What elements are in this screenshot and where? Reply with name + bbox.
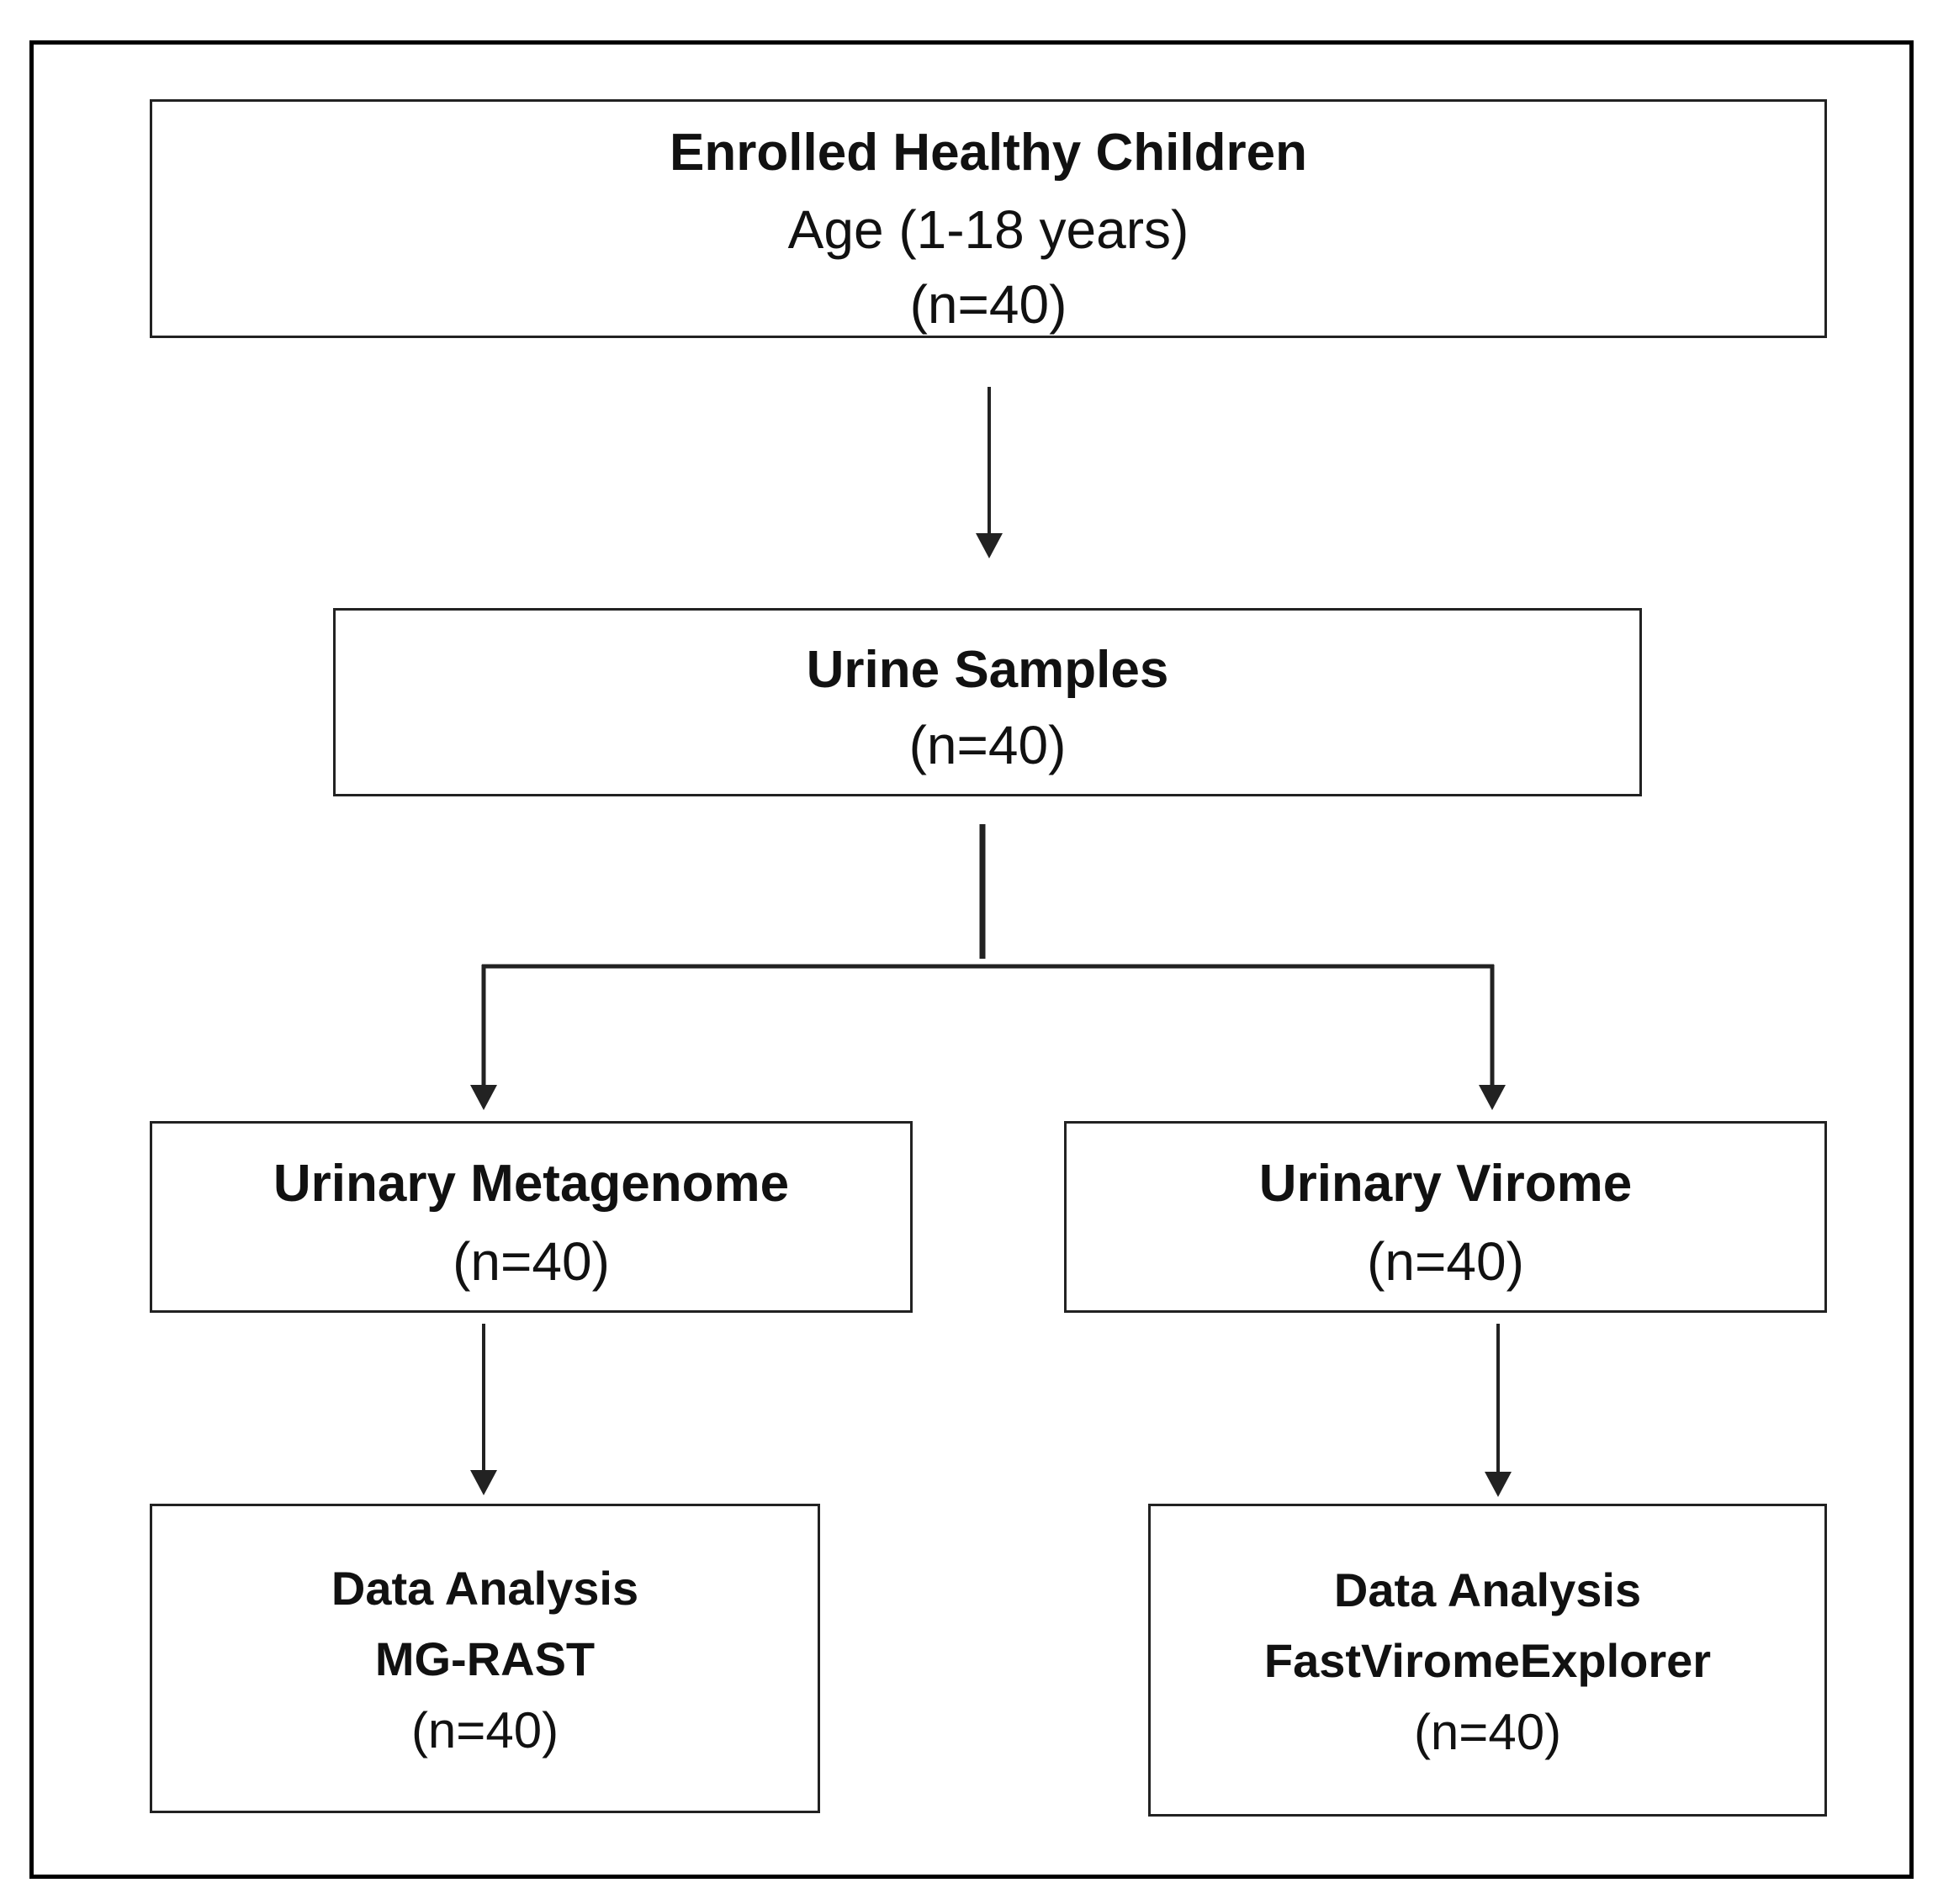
mg-rast-tool-label: MG-RAST xyxy=(374,1632,596,1685)
arrow-to-metagenome xyxy=(470,965,497,1110)
arrow-metagenome-to-analysis xyxy=(470,1324,497,1495)
figure-frame xyxy=(29,40,1914,1879)
urine-samples-box: Urine Samples (n=40) xyxy=(333,608,1642,796)
virome-analysis-title: Data Analysis xyxy=(1333,1563,1642,1616)
fastviromeexplorer-tool-label: FastViromeExplorer xyxy=(1263,1634,1712,1687)
arrow-to-virome xyxy=(1479,965,1506,1110)
urinary-metagenome-box: Urinary Metagenome (n=40) xyxy=(150,1121,913,1313)
virome-count: (n=40) xyxy=(1367,1231,1524,1292)
fastviromeexplorer-analysis-box: Data Analysis FastViromeExplorer (n=40) xyxy=(1148,1504,1827,1817)
enrolled-title: Enrolled Healthy Children xyxy=(670,124,1307,182)
mg-analysis-title: Data Analysis xyxy=(331,1562,639,1615)
enrolled-children-box: Enrolled Healthy Children Age (1-18 year… xyxy=(150,99,1827,338)
metagenome-count: (n=40) xyxy=(453,1231,610,1292)
enrolled-count: (n=40) xyxy=(909,274,1067,335)
virome-title: Urinary Virome xyxy=(1258,1155,1633,1213)
arrow-enrolled-to-urine xyxy=(976,387,1003,558)
urinary-virome-box: Urinary Virome (n=40) xyxy=(1064,1121,1827,1313)
arrow-virome-to-analysis xyxy=(1485,1324,1512,1497)
metagenome-title: Urinary Metagenome xyxy=(273,1155,790,1213)
mg-analysis-count: (n=40) xyxy=(410,1702,559,1759)
enrolled-age-range: Age (1-18 years) xyxy=(787,199,1189,260)
mg-rast-analysis-box: Data Analysis MG-RAST (n=40) xyxy=(150,1504,820,1813)
urine-title: Urine Samples xyxy=(806,641,1169,699)
urine-count: (n=40) xyxy=(908,715,1067,775)
virome-analysis-count: (n=40) xyxy=(1413,1704,1562,1760)
